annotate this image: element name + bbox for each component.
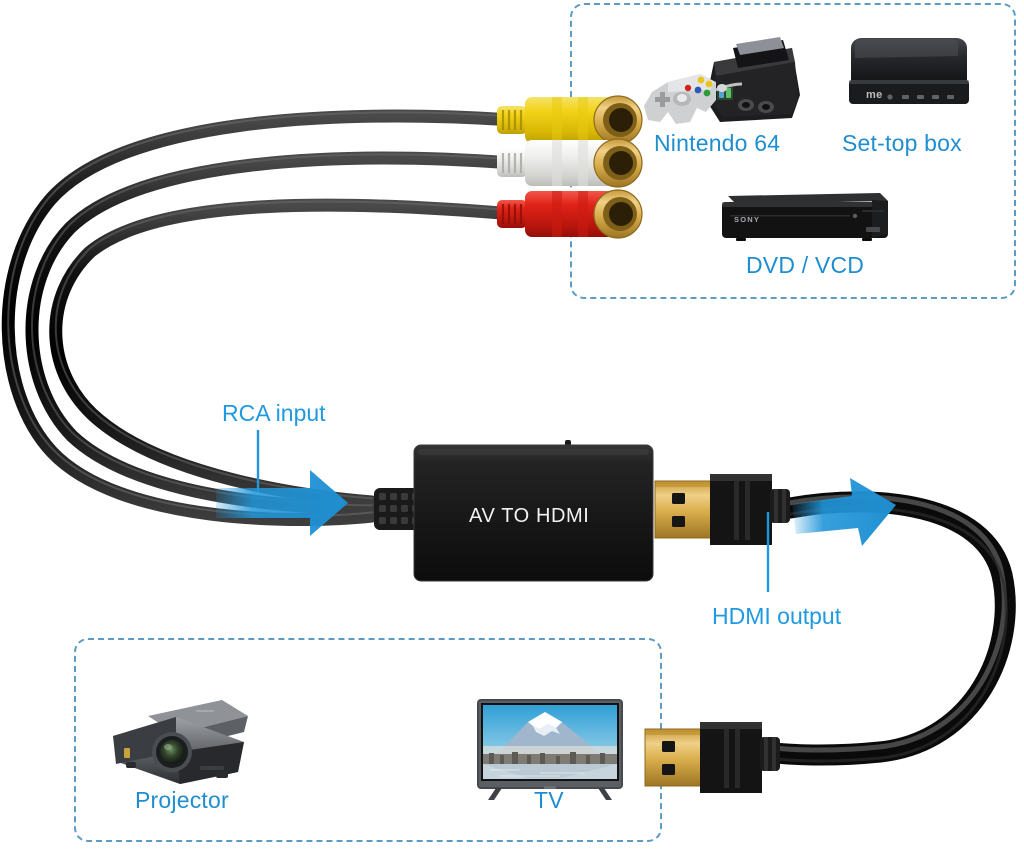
hdmi-output-label: HDMI output xyxy=(712,603,842,629)
rca-input-label: RCA input xyxy=(222,400,326,426)
set-top-box-image: me xyxy=(849,38,969,104)
tv-image xyxy=(477,699,623,800)
device-label-tv: TV xyxy=(534,787,564,813)
device-label-nintendo-64: Nintendo 64 xyxy=(654,130,781,156)
device-label-set-top-box: Set-top box xyxy=(842,130,962,156)
dvd-player-image: SONY xyxy=(722,193,888,241)
device-label-dvd-vcd: DVD / VCD xyxy=(746,252,865,278)
n64-controller xyxy=(644,74,743,124)
svg-text:SONY: SONY xyxy=(734,215,760,224)
rca-connector-white xyxy=(497,138,643,188)
rca-connector-yellow xyxy=(497,95,643,145)
device-label-projector: Projector xyxy=(135,787,229,813)
hdmi-plug-display-side xyxy=(644,722,780,793)
hdmi-plug-converter-side xyxy=(654,474,790,545)
nintendo-64-console-image xyxy=(644,37,800,124)
rca-connector-red xyxy=(497,189,643,239)
hdmi-cable xyxy=(755,491,1016,766)
rca-input-arrow xyxy=(216,470,348,536)
svg-text:me: me xyxy=(866,89,883,101)
projector-image xyxy=(113,700,248,784)
converter-strain-relief xyxy=(374,488,420,530)
hdmi-output-arrow xyxy=(792,478,896,546)
av-to-hdmi-converter xyxy=(374,440,654,582)
converter-body-label: AV TO HDMI xyxy=(469,505,590,527)
